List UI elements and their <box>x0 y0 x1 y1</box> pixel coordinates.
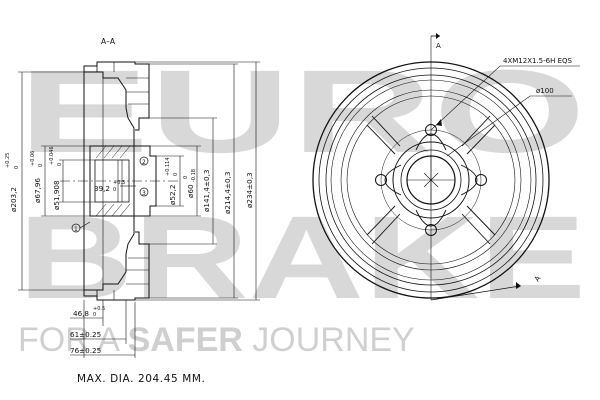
tol-39-lower: 0 <box>113 187 116 193</box>
hub-mid <box>400 149 462 211</box>
tol-46-lower: 0 <box>93 312 96 318</box>
dim-76: 76±0.25 <box>70 346 101 355</box>
hub-hatch <box>95 145 131 217</box>
tol-51-upper: +0.046 <box>49 146 55 165</box>
thread-spec: 4XM12X1.5-6H EQS <box>503 57 573 65</box>
flange-hatch-bottom <box>126 257 149 285</box>
bolt-hole-bottom <box>425 224 437 236</box>
tol-60-lower: -0.18 <box>191 169 197 182</box>
dim-diam-67: ø67,96 <box>33 178 42 203</box>
tagline-post: JOURNEY <box>243 321 415 359</box>
tol-67-upper: +0.06 <box>30 151 36 166</box>
dim-diam-234: ø234±0,3 <box>245 172 254 208</box>
bolt-hole-top <box>425 124 437 136</box>
dim-diam-203: ø203,2 <box>9 187 18 212</box>
tagline-bold: SAFER <box>128 321 243 359</box>
max-dia-note: MAX. DIA. 204.45 MM. <box>77 373 206 385</box>
dim-39: 39,2 <box>94 184 110 193</box>
drum-inner-bottom <box>84 216 135 291</box>
dim-diam-214: ø214,4±0,3 <box>223 172 232 214</box>
dim-61: 61±0.25 <box>70 330 101 339</box>
tol-46-upper: +0.5 <box>93 306 105 312</box>
tol-203-upper: +0.25 <box>5 153 11 168</box>
dim-diam-52: ø52,2 <box>168 185 177 205</box>
leader-lines <box>430 65 580 157</box>
tol-60-upper: 0 <box>183 176 189 179</box>
section-a-top: A <box>436 42 441 50</box>
pcd-label: ø100 <box>536 87 554 95</box>
drum-ring-2 <box>318 67 544 293</box>
bolt-hole-left <box>375 174 387 186</box>
bolt-hole-right <box>475 174 487 186</box>
drum-outline-bottom <box>83 231 150 301</box>
watermark-line2: BRAKE <box>18 192 586 324</box>
tagline-pre: FOR A <box>18 321 128 359</box>
watermark-tagline: FOR A SAFER JOURNEY <box>18 321 415 359</box>
dim-46: 46,8 <box>73 309 89 318</box>
tol-39-upper: +0.3 <box>113 180 125 186</box>
section-a-bottom: A <box>533 274 542 283</box>
flange-hatch-top <box>126 77 149 105</box>
tol-52-upper: +0.114 <box>165 157 171 176</box>
center-crosshair <box>407 156 455 204</box>
dim-diam-141: ø141,4±0,3 <box>202 170 211 212</box>
left-dimension-lines <box>18 71 95 291</box>
drum-outer-ring <box>312 61 550 299</box>
watermark: EURO BRAKE FOR A SAFER JOURNEY <box>18 46 586 359</box>
hub-outer <box>392 141 470 219</box>
drum-outline-top <box>83 61 150 131</box>
right-dimension-lines <box>135 61 260 301</box>
bolt-holes <box>375 124 487 236</box>
marker-2: 2 <box>142 159 146 166</box>
marker-3: 3 <box>142 190 146 197</box>
dim-diam-60: ø60 <box>186 184 195 198</box>
section-label: A–A <box>101 37 116 46</box>
tol-52-lower: 0 <box>173 173 179 176</box>
bottom-dimension-lines <box>70 185 136 358</box>
front-view: A A <box>312 33 580 301</box>
drum-ring-3 <box>325 74 537 286</box>
dim-diam-51: ø51,908 <box>52 180 61 210</box>
drum-ribs <box>366 115 496 245</box>
tol-51-lower: 0 <box>57 163 63 166</box>
marker-3-circle <box>139 187 149 197</box>
marker-1: 1 <box>74 226 78 233</box>
marker-2-circle <box>139 156 149 166</box>
tol-203-lower: 0 <box>14 166 20 169</box>
drum-ring-5 <box>340 89 522 271</box>
drum-ring-4 <box>330 79 532 281</box>
hub-bore <box>94 159 130 203</box>
bolt-lobes <box>384 133 478 227</box>
section-view: A–A <box>5 37 260 358</box>
drum-ring-6 <box>346 95 516 265</box>
tol-67-lower: 0 <box>38 164 44 167</box>
watermark-line1: EURO <box>18 46 586 178</box>
